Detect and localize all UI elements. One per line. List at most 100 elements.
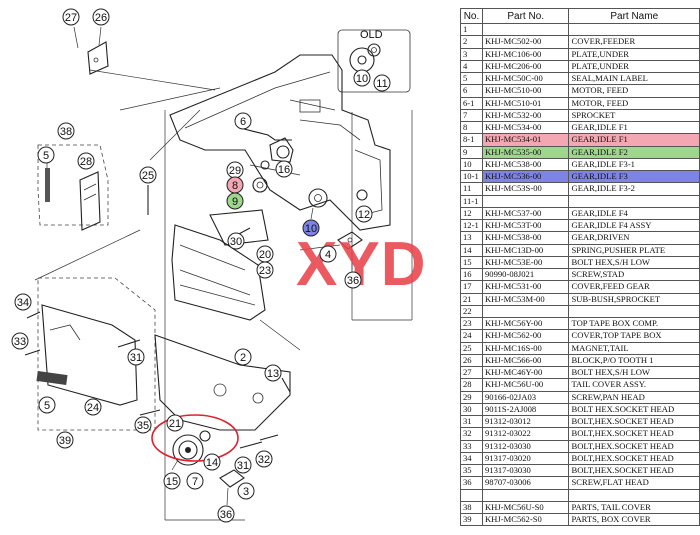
callout-15: 15: [163, 472, 181, 490]
sprocket-part-7: [171, 430, 211, 471]
callout-29: 29: [226, 161, 244, 179]
callout-circle: [275, 160, 293, 178]
callout-circle: [37, 146, 55, 164]
cell-no: 23: [460, 316, 483, 331]
callout-31: 31: [127, 348, 145, 366]
cell-part-name: PLATE,UNDER: [568, 59, 700, 74]
cell-part-name: PLATE,UNDER: [568, 47, 700, 61]
callout-20: 20: [256, 245, 274, 263]
callout-circle: [237, 482, 255, 500]
cell-part-no: KHJ-MC53E-00: [481, 255, 570, 270]
callout-label: 38: [60, 126, 72, 138]
callout-14: 14: [203, 453, 221, 471]
table-row: [460, 488, 700, 502]
cell-part-name: [568, 304, 700, 319]
cell-part-name: SEAL,MAIN LABEL: [568, 71, 700, 86]
bolts: [24, 185, 291, 449]
cell-part-name: BOLT,HEX.SOCKET HEAD: [568, 463, 700, 478]
under-plate-part-4: [337, 231, 363, 270]
cell-part-no: KHJ-MC562-S0: [481, 512, 570, 527]
cell-part-no: 9011S-2AJ008: [481, 402, 570, 417]
callout-35: 35: [134, 416, 152, 434]
callout-16: 16: [275, 160, 293, 178]
callout-circle: [355, 205, 373, 223]
callout-5: 5: [38, 396, 56, 414]
callout-circle: [92, 8, 110, 26]
cell-no: 36: [460, 476, 483, 490]
cell-no: 12-1: [460, 218, 483, 233]
cell-no: 15: [460, 255, 483, 270]
bracket-part-26: [73, 26, 109, 75]
cell-no: 5: [460, 71, 483, 86]
callout-27: 27: [62, 8, 80, 26]
callout-circle: [319, 245, 337, 263]
callout-34: 34: [14, 293, 32, 311]
callout-label: 31: [237, 460, 249, 472]
cell-part-name: SUB-BUSH,SPROCKET: [568, 292, 700, 306]
cell-part-no: KHJ-MC13D-00: [481, 243, 570, 257]
cell-part-name: BOLT,HEX.SOCKET HEAD: [568, 451, 700, 466]
cell-part-no: [481, 488, 570, 502]
cell-no: 1: [460, 22, 483, 37]
cell-no: 11: [460, 182, 483, 196]
callout-circle: [14, 293, 32, 311]
table-row: 22: [460, 304, 700, 319]
cell-part-name: GEAR,IDLE F3-2: [568, 182, 700, 196]
cell-no: 14: [460, 243, 483, 257]
cell-part-name: BOLT HEX,S/H LOW: [568, 255, 700, 270]
callout-circle: [353, 69, 371, 87]
cell-no: 29: [460, 390, 483, 404]
cell-part-name: SCREW,PAN HEAD: [568, 390, 700, 404]
callout-13: 13: [264, 364, 282, 382]
callout-8: 8: [226, 176, 244, 194]
callout-label: 23: [259, 265, 271, 277]
callout-circle: [373, 74, 391, 92]
cell-part-no: KHJ-MC206-00: [481, 59, 570, 74]
callout-circle: [256, 261, 274, 279]
watermark-logo: XYD: [296, 230, 426, 299]
cell-part-name: GEAR,IDLE F1: [568, 133, 700, 147]
cell-no: 21: [460, 292, 483, 306]
cell-part-name: [568, 194, 700, 208]
cell-part-no: KHJ-MC538-00: [481, 157, 570, 172]
cell-part-no: KHJ-MC510-01: [481, 96, 570, 110]
cell-part-name: BOLT HEX,S/H LOW: [568, 365, 700, 380]
cell-part-name: MOTOR, FEED: [568, 84, 700, 98]
cell-no: 25: [460, 341, 483, 355]
header-part-name: Part Name: [568, 8, 700, 24]
cell-part-no: KHJ-MC534-00: [481, 120, 570, 135]
tail-cover-part-28: [45, 163, 101, 231]
callout-30: 30: [227, 232, 245, 250]
cell-no: 10: [460, 157, 483, 172]
tape-box-part-23: [171, 209, 269, 321]
callout-circle: [255, 450, 273, 468]
cell-no: 39: [460, 512, 483, 527]
callout-label: 26: [95, 12, 107, 24]
cell-part-no: KHJ-MC56Y-00: [481, 316, 570, 331]
callout-32: 32: [255, 450, 273, 468]
callout-label: 7: [192, 476, 198, 488]
callout-label: 8: [232, 180, 238, 192]
cell-no: 6-1: [460, 96, 483, 110]
cell-no: 10-1: [460, 169, 483, 184]
cell-part-no: 91317-03020: [481, 451, 570, 466]
cell-no: 31: [460, 414, 483, 429]
callout-circle: [302, 219, 320, 237]
cell-part-name: BLOCK,P/O TOOTH 1: [568, 353, 700, 368]
old-label: OLD: [360, 29, 383, 41]
callout-label: 25: [142, 170, 154, 182]
